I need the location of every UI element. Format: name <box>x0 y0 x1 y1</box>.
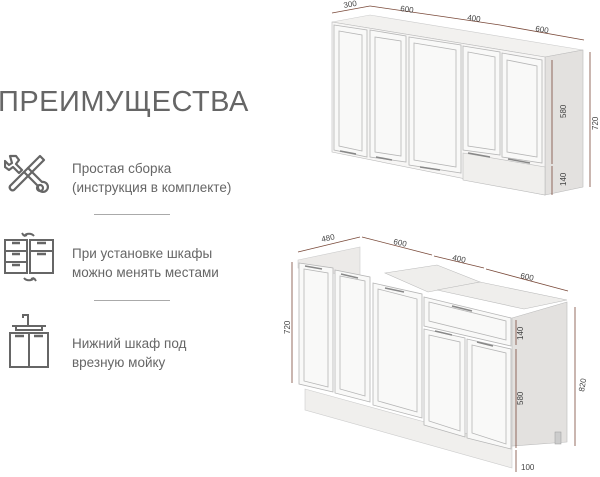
feature-line: можно менять местами <box>72 265 219 280</box>
upper-cabinets-drawing: 300 600 400 600 580 140 720 <box>331 0 600 196</box>
dim-lower-depth: 480 <box>321 232 336 244</box>
dim-lower-w3: 600 <box>520 271 535 283</box>
dim-upper-h-doors: 580 <box>559 104 568 118</box>
feature-text-assembly: Простая сборка (инструкция в комплекте) <box>72 159 231 197</box>
page-title: ПРЕИМУЩЕСТВА <box>0 86 249 118</box>
dim-lower-h-drawer: 140 <box>516 326 525 340</box>
dim-upper-w2: 600 <box>400 4 415 15</box>
feature-line: При установке шкафы <box>72 246 213 261</box>
dim-lower-w2: 400 <box>452 253 467 265</box>
swap-cabinets-icon <box>4 226 54 282</box>
feature-text-sink: Нижний шкаф под врезную мойку <box>72 334 186 372</box>
feature-line: Нижний шкаф под <box>72 336 187 351</box>
dim-lower-h-total: 820 <box>577 377 588 392</box>
dim-lower-h-doors: 580 <box>516 391 525 405</box>
dim-upper-h-niche: 140 <box>559 172 568 186</box>
divider <box>94 214 170 215</box>
dim-upper-w1: 300 <box>343 0 358 10</box>
lower-cabinets-drawing: 480 600 400 600 720 140 580 820 100 <box>283 232 588 472</box>
dim-upper-w4: 600 <box>535 24 550 35</box>
tools-icon <box>3 150 50 206</box>
dim-lower-w1: 600 <box>393 237 408 249</box>
feature-text-swap: При установке шкафы можно менять местами <box>72 244 219 282</box>
feature-line: Простая сборка <box>72 161 172 176</box>
divider <box>94 300 170 301</box>
feature-line: (инструкция в комплекте) <box>72 180 232 195</box>
dim-lower-plinth: 100 <box>521 463 535 472</box>
feature-line: врезную мойку <box>72 355 166 370</box>
sink-cabinet-icon <box>4 310 50 368</box>
dim-upper-h-total: 720 <box>591 116 600 130</box>
dim-lower-h-body: 720 <box>283 320 292 334</box>
dim-upper-w3: 400 <box>467 13 482 24</box>
